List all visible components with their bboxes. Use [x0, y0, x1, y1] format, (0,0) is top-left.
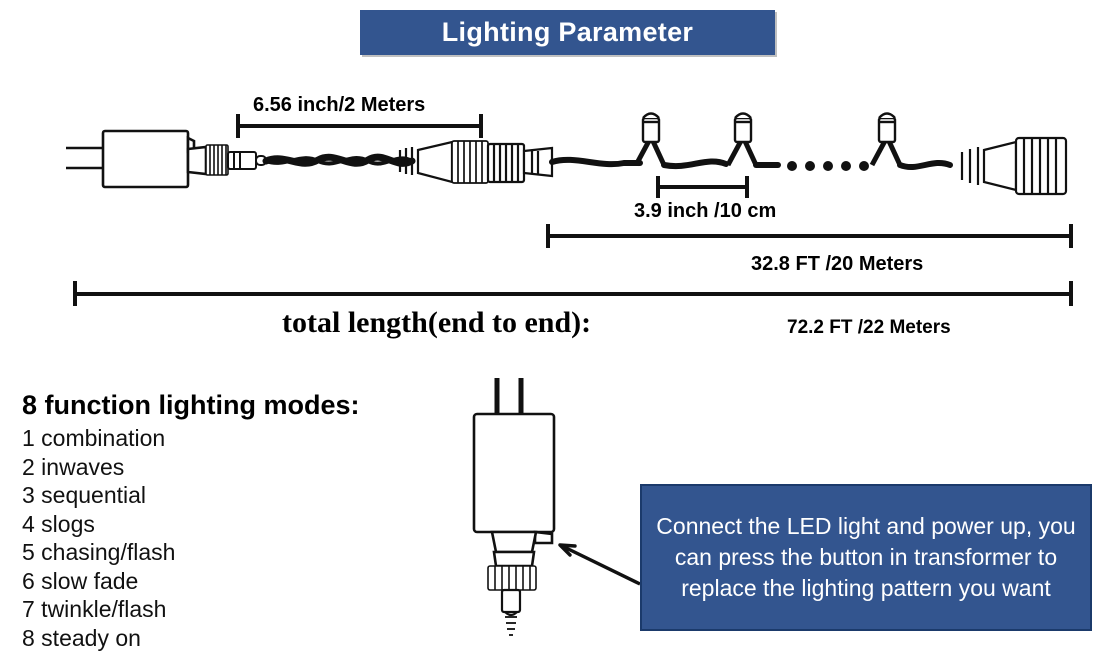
dimension-cap-right — [1069, 281, 1073, 306]
dimension-cap-right — [479, 114, 483, 138]
dimension-label-spacing: 3.9 inch /10 cm — [634, 200, 776, 223]
page-title: Lighting Parameter — [442, 17, 693, 48]
dimension-cap-left — [73, 281, 77, 306]
led-bulb — [728, 114, 756, 166]
list-item: 4 slogs — [22, 510, 175, 539]
total-length-label: total length(end to end): — [282, 306, 591, 340]
list-item: 6 slow fade — [22, 567, 175, 596]
cable-twisted-lead — [266, 157, 412, 163]
transformer-bottom-body — [474, 414, 554, 532]
transformer-body — [103, 131, 188, 187]
cable-twist-overlay — [266, 158, 412, 164]
list-item: 8 steady on — [22, 624, 175, 652]
instruction-callout-text: Connect the LED light and power up, you … — [642, 511, 1090, 604]
connector-nut-bottom — [488, 566, 536, 590]
connector-neck — [188, 147, 206, 174]
connector-mid-nut — [452, 141, 488, 183]
list-item: 5 chasing/flash — [22, 538, 175, 567]
transformer-top — [66, 131, 206, 187]
dimension-cap-left — [236, 114, 240, 138]
dimension-cap-right — [745, 176, 749, 198]
wire-segment — [664, 161, 726, 166]
callout-arrow-icon — [560, 545, 640, 584]
list-item: 7 twinkle/flash — [22, 595, 175, 624]
dimension-line-total — [73, 292, 1073, 296]
connector-mid-male — [488, 144, 552, 182]
led-bulb — [872, 114, 900, 166]
led-bulb — [636, 114, 664, 166]
dimension-label-string: 32.8 FT /20 Meters — [751, 253, 923, 276]
dimension-line-lead — [236, 124, 483, 128]
ellipsis-dots — [787, 161, 869, 171]
title-banner: Lighting Parameter — [360, 10, 775, 55]
wire-to-end-cap — [900, 163, 950, 167]
lighting-modes-heading: 8 function lighting modes: — [22, 390, 359, 421]
lighting-modes-list: 1 combination 2 inwaves 3 sequential 4 s… — [22, 424, 175, 652]
dimension-cap-right — [1069, 224, 1073, 248]
instruction-callout: Connect the LED light and power up, you … — [640, 484, 1092, 631]
dimension-line-spacing — [656, 185, 749, 189]
total-length-value: 72.2 FT /22 Meters — [787, 317, 951, 339]
connector-nut-left — [206, 145, 228, 175]
end-cap-connector — [962, 138, 1066, 194]
wire-to-first-bulb — [552, 160, 640, 164]
dimension-cap-left — [546, 224, 550, 248]
list-item: 1 combination — [22, 424, 175, 453]
transformer-bottom — [474, 378, 554, 566]
dimension-line-string — [546, 234, 1073, 238]
list-item: 2 inwaves — [22, 453, 175, 482]
dimension-label-lead: 6.56 inch/2 Meters — [253, 94, 425, 117]
barrel-plug-left — [228, 152, 266, 169]
mode-button — [535, 532, 552, 543]
connector-shoulder — [492, 532, 536, 552]
connector-pin-bottom — [502, 590, 520, 635]
dimension-cap-left — [656, 176, 660, 198]
connector-collar — [494, 552, 534, 566]
list-item: 3 sequential — [22, 481, 175, 510]
connector-mid-female — [400, 142, 452, 182]
transformer-tab — [188, 138, 194, 152]
